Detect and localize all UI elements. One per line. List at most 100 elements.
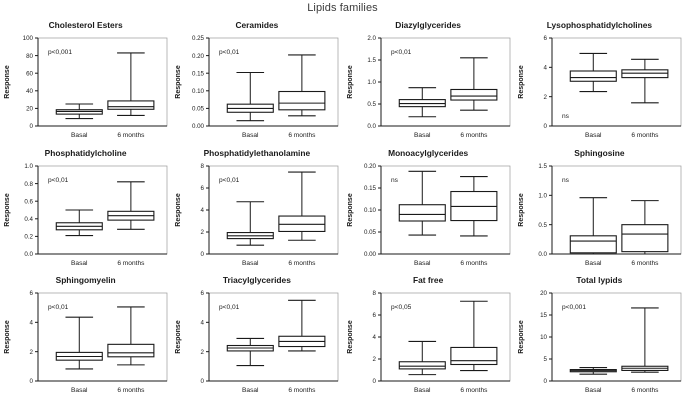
box-6-months <box>107 306 155 366</box>
svg-text:40: 40 <box>26 88 33 95</box>
svg-text:0: 0 <box>201 251 205 258</box>
category-label: 6 months <box>117 132 145 139</box>
box-basal <box>55 316 103 370</box>
significance-annotation: p<0,01 <box>219 177 240 184</box>
category-label: Basal <box>414 260 431 267</box>
panel-title: Fat free <box>412 275 444 286</box>
box-6-months <box>107 52 155 116</box>
svg-text:2: 2 <box>201 349 205 356</box>
box-6-months <box>449 301 497 372</box>
significance-annotation: ns <box>562 177 570 184</box>
category-label: 6 months <box>289 132 317 139</box>
box-6-months <box>107 180 155 230</box>
svg-text:0.0: 0.0 <box>367 123 376 130</box>
panel-title: Ceramides <box>235 20 279 30</box>
svg-text:5: 5 <box>543 357 547 364</box>
panel-title: Sphingomyelin <box>55 275 116 286</box>
panel-title: Total lypids <box>576 275 623 286</box>
svg-text:1.5: 1.5 <box>367 57 376 64</box>
svg-text:0.5: 0.5 <box>538 222 547 229</box>
svg-text:Response: Response <box>518 193 525 227</box>
significance-annotation: p<0,01 <box>219 49 240 56</box>
svg-text:6: 6 <box>372 313 376 320</box>
svg-text:4: 4 <box>201 320 205 327</box>
svg-text:4: 4 <box>201 207 205 214</box>
svg-text:0.10: 0.10 <box>363 207 376 214</box>
svg-text:Response: Response <box>4 65 11 99</box>
box-6-months <box>621 58 669 104</box>
category-label: 6 months <box>631 132 659 139</box>
svg-text:Response: Response <box>4 321 11 355</box>
svg-text:1.5: 1.5 <box>538 163 547 170</box>
svg-text:8: 8 <box>201 163 205 170</box>
category-label: 6 months <box>460 387 488 394</box>
box-basal <box>569 196 617 255</box>
category-label: Basal <box>414 387 431 394</box>
category-label: Basal <box>242 387 259 394</box>
significance-annotation: ns <box>562 113 570 120</box>
svg-text:0: 0 <box>372 379 376 386</box>
category-label: 6 months <box>289 260 317 267</box>
panel-title: Lysophosphatidylcholines <box>546 20 653 30</box>
category-label: 6 months <box>117 387 145 394</box>
svg-text:20: 20 <box>26 106 33 113</box>
svg-text:4: 4 <box>372 335 376 342</box>
category-label: 6 months <box>460 260 488 267</box>
box-basal <box>226 71 275 122</box>
category-label: Basal <box>71 387 88 394</box>
category-label: 6 months <box>631 387 659 394</box>
box-6-months <box>621 307 669 374</box>
figure-title: Lipids families <box>307 2 378 14</box>
box-basal <box>569 52 617 93</box>
category-label: Basal <box>71 132 88 139</box>
category-label: Basal <box>71 260 88 267</box>
box-basal <box>226 200 275 246</box>
svg-text:Response: Response <box>175 65 182 99</box>
significance-annotation: ns <box>391 177 399 184</box>
box-6-months <box>278 171 326 241</box>
svg-text:80: 80 <box>26 53 33 60</box>
svg-text:0: 0 <box>30 123 34 130</box>
svg-text:1.0: 1.0 <box>24 163 33 170</box>
significance-annotation: p<0,05 <box>391 304 412 311</box>
category-label: Basal <box>585 260 602 267</box>
svg-text:Response: Response <box>175 321 182 355</box>
svg-text:0.5: 0.5 <box>367 101 376 108</box>
category-label: Basal <box>242 260 259 267</box>
svg-text:100: 100 <box>23 35 34 42</box>
svg-text:0.8: 0.8 <box>24 180 33 187</box>
svg-text:2: 2 <box>372 357 376 364</box>
box-basal <box>398 87 446 118</box>
svg-text:1.0: 1.0 <box>538 192 547 199</box>
category-label: 6 months <box>460 132 488 139</box>
panel-title: Monoacylglycerides <box>388 147 469 158</box>
svg-text:0.0: 0.0 <box>538 251 547 258</box>
svg-text:6: 6 <box>30 291 34 298</box>
svg-text:0: 0 <box>543 123 547 130</box>
category-label: 6 months <box>117 260 145 267</box>
svg-text:0.0: 0.0 <box>24 251 33 258</box>
box-basal <box>55 103 103 120</box>
box-6-months <box>278 300 326 352</box>
box-basal <box>569 367 617 376</box>
svg-text:1.0: 1.0 <box>367 79 376 86</box>
svg-text:0.20: 0.20 <box>363 163 376 170</box>
box-6-months <box>449 57 497 111</box>
